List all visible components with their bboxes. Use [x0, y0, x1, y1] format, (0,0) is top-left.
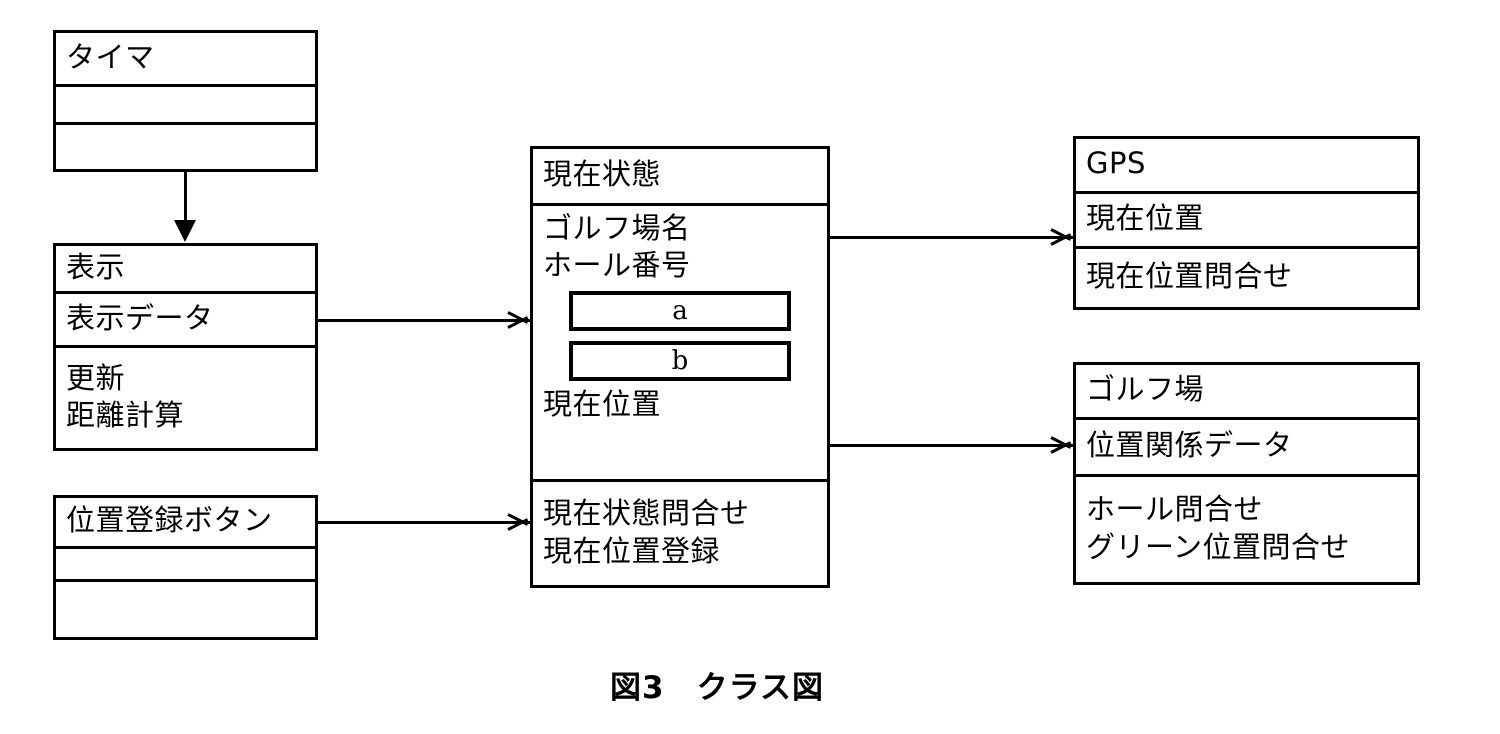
- figure-caption: 図3 クラス図: [610, 670, 824, 706]
- gps-name-compartment: GPS: [1076, 139, 1417, 194]
- class-box-current-state[interactable]: 現在状態 ゴルフ場名 ホール番号 a b 現在位置 現在状態問合せ 現在位置登録: [530, 146, 830, 588]
- current-state-attribute-0: ゴルフ場名: [543, 211, 691, 245]
- golf-course-attribute-0: 位置関係データ: [1086, 428, 1293, 463]
- gps-operations-compartment: 現在位置問合せ: [1076, 249, 1417, 307]
- current-state-attribute-2: 現在位置: [543, 387, 662, 422]
- gps-attributes-compartment: 現在位置: [1076, 194, 1417, 249]
- display-class-name: 表示: [66, 249, 126, 284]
- current-state-class-name: 現在状態: [543, 157, 662, 192]
- timer-operations-compartment: [56, 125, 315, 169]
- current-state-name-compartment: 現在状態: [533, 149, 827, 206]
- connector-display-to-current-state-line: [318, 319, 530, 322]
- blank-answer-box-a[interactable]: a: [569, 291, 791, 332]
- current-state-operation-0: 現在状態問合せ: [543, 496, 750, 531]
- button-class-name: 位置登録ボタン: [66, 503, 273, 538]
- golf-course-operation-1: グリーン位置問合せ: [1086, 529, 1351, 564]
- current-state-operations-compartment: 現在状態問合せ 現在位置登録: [533, 482, 827, 585]
- golf-course-name-compartment: ゴルフ場: [1076, 365, 1417, 420]
- display-name-compartment: 表示: [56, 246, 315, 294]
- connector-timer-to-display-line: [184, 172, 187, 224]
- timer-name-compartment: タイマ: [56, 33, 315, 87]
- class-box-timer[interactable]: タイマ: [53, 30, 318, 172]
- blank-answer-box-b[interactable]: b: [569, 341, 791, 382]
- display-attributes-compartment: 表示データ: [56, 294, 315, 348]
- current-state-operation-1: 現在位置登録: [543, 533, 721, 568]
- connector-display-to-current-state-arrowhead: [508, 309, 528, 331]
- golf-course-attributes-compartment: 位置関係データ: [1076, 420, 1417, 477]
- class-box-golf-course[interactable]: ゴルフ場 位置関係データ ホール問合せ グリーン位置問合せ: [1073, 362, 1420, 585]
- button-attributes-compartment: [56, 549, 315, 582]
- class-box-position-register-button[interactable]: 位置登録ボタン: [53, 495, 318, 640]
- connector-current-state-to-golf-course-line: [830, 444, 1073, 447]
- golf-course-operation-0: ホール問合せ: [1086, 492, 1264, 527]
- gps-operation-0: 現在位置問合せ: [1086, 259, 1293, 294]
- gps-attribute-0: 現在位置: [1086, 201, 1205, 236]
- connector-current-state-to-golf-course-arrowhead: [1051, 434, 1071, 456]
- display-operations-compartment: 更新 距離計算: [56, 348, 315, 448]
- connector-button-to-current-state-line: [318, 521, 530, 524]
- timer-class-name: タイマ: [66, 39, 155, 74]
- current-state-attributes-compartment: ゴルフ場名 ホール番号 a b 現在位置: [533, 206, 827, 482]
- connector-button-to-current-state-arrowhead: [508, 511, 528, 533]
- timer-attributes-compartment: [56, 87, 315, 125]
- button-name-compartment: 位置登録ボタン: [56, 498, 315, 549]
- button-operations-compartment: [56, 582, 315, 637]
- golf-course-class-name: ゴルフ場: [1086, 372, 1205, 407]
- class-box-gps[interactable]: GPS 現在位置 現在位置問合せ: [1073, 136, 1420, 310]
- display-operation-1: 距離計算: [66, 398, 185, 432]
- connector-timer-to-display-arrowhead: [174, 220, 196, 242]
- connector-current-state-to-gps-line: [830, 236, 1073, 239]
- display-attribute-0: 表示データ: [66, 300, 214, 335]
- golf-course-operations-compartment: ホール問合せ グリーン位置問合せ: [1076, 477, 1417, 582]
- gps-class-name: GPS: [1086, 146, 1146, 181]
- display-operation-0: 更新: [66, 360, 126, 395]
- current-state-attribute-1: ホール番号: [543, 248, 691, 283]
- connector-current-state-to-gps-arrowhead: [1051, 226, 1071, 248]
- class-box-display[interactable]: 表示 表示データ 更新 距離計算: [53, 243, 318, 451]
